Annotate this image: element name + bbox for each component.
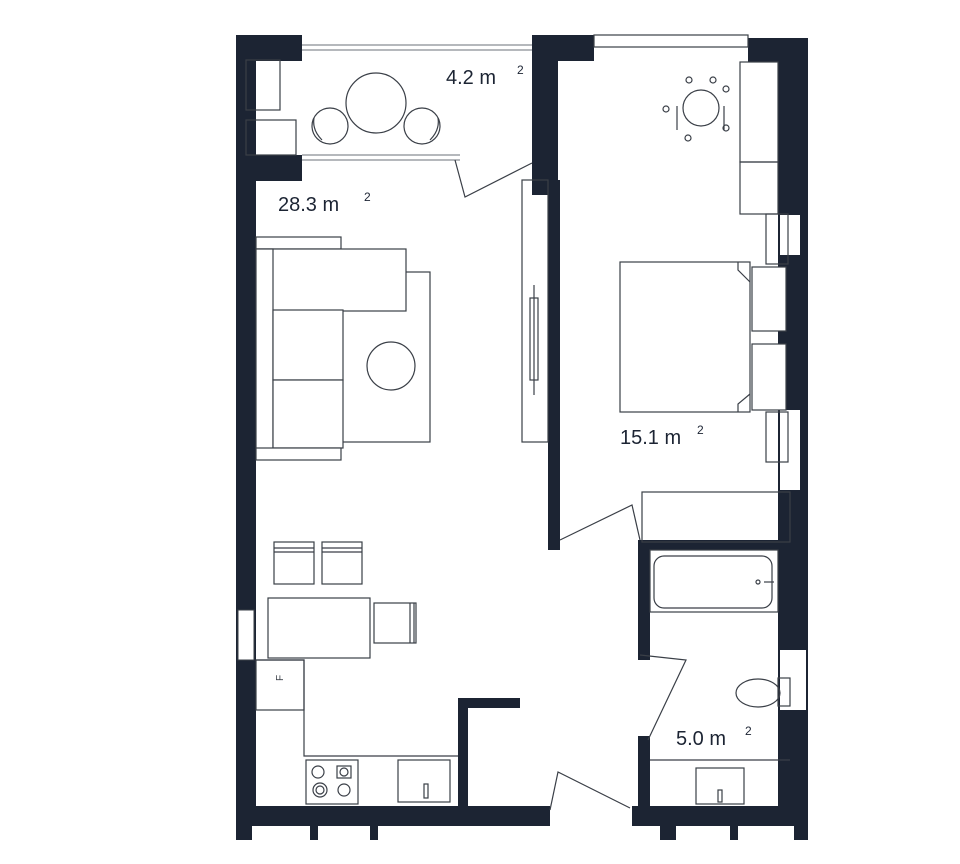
area-value: 15.1 [620,427,659,449]
svg-text:15.1 m: 15.1 m [620,427,681,449]
area-unit: m [479,67,496,89]
area-value: 4.2 [446,67,474,89]
walls [236,35,808,840]
area-unit: m [709,728,726,750]
balcony-furniture [245,59,441,156]
bathroom-fixtures [649,549,791,805]
area-superscript: 2 [517,63,524,77]
area-value: 28.3 [278,194,317,216]
area-label-bedroom: 15.1 m 2 [620,423,704,449]
area-unit: m [323,194,340,216]
fridge-label: F [275,675,286,681]
area-label-bathroom: 5.0 m 2 [676,724,752,750]
svg-text:5.0 m: 5.0 m [676,728,726,750]
area-superscript: 2 [745,724,752,738]
area-unit: m [665,427,682,449]
area-superscript: 2 [697,423,704,437]
area-superscript: 2 [364,190,371,204]
svg-text:28.3 m: 28.3 m [278,194,339,216]
kitchen [255,659,458,805]
area-label-balcony: 4.2 m 2 [446,63,524,89]
area-label-living: 28.3 m 2 [278,190,371,216]
dining-furniture [267,541,417,659]
area-value: 5.0 [676,728,704,750]
living-furniture [255,179,549,461]
windows [302,34,749,161]
bedroom-furniture [619,61,791,543]
svg-text:4.2 m: 4.2 m [446,67,496,89]
doors [454,159,687,811]
